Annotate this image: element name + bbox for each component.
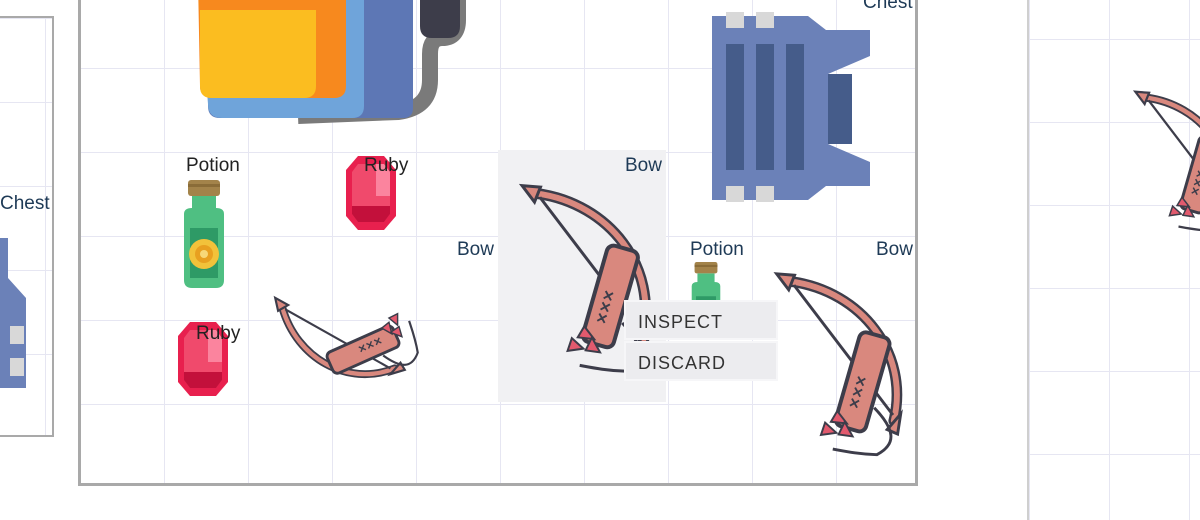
left-inventory-panel: Chest: [0, 16, 54, 437]
right-inventory-panel: [1027, 0, 1200, 520]
bow-icon[interactable]: [758, 256, 914, 464]
item-label-potion: Potion: [690, 239, 744, 260]
item-label-chest: Chest: [0, 193, 50, 214]
potion-icon[interactable]: [176, 180, 232, 290]
bow-icon[interactable]: [268, 240, 478, 390]
context-menu: INSPECT DISCARD: [624, 300, 778, 382]
inspect-menu-item[interactable]: INSPECT: [624, 300, 778, 340]
item-label-bow: Bow: [625, 155, 662, 176]
discard-menu-item[interactable]: DISCARD: [624, 341, 778, 381]
item-label-ruby: Ruby: [196, 323, 241, 344]
backpack-icon[interactable]: [198, 0, 468, 124]
chest-icon[interactable]: [0, 238, 26, 398]
bow-icon[interactable]: [1121, 58, 1200, 258]
item-label-chest: Chest: [863, 0, 913, 13]
item-label-bow: Bow: [876, 239, 913, 260]
item-label-ruby: Ruby: [364, 155, 409, 176]
item-label-bow: Bow: [457, 239, 494, 260]
chest-icon[interactable]: [712, 12, 872, 204]
item-label-potion: Potion: [186, 155, 240, 176]
potion-icon[interactable]: [686, 262, 726, 340]
